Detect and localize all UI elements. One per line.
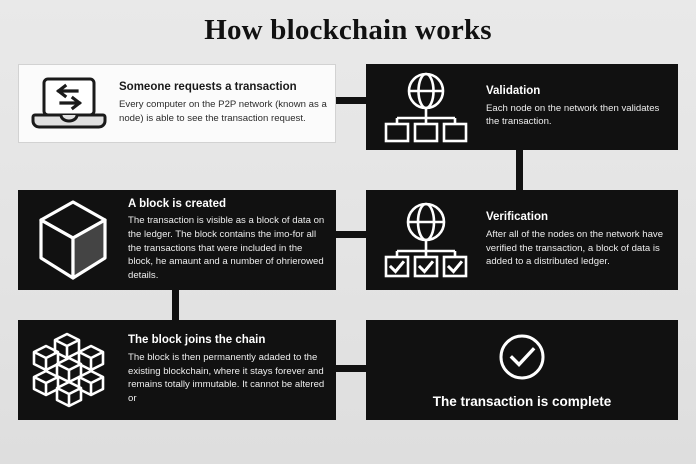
globe-network-check-icon [366,190,486,290]
step-text-validation: Validation Each node on the network then… [486,85,678,129]
cube-icon [18,190,128,290]
connector-verification-to-block-created [330,231,370,238]
connector-chain-to-complete [330,365,370,372]
step-text-block-joins-chain: The block joins the chain The block is t… [128,334,336,405]
step-text-request: Someone requests a transaction Every com… [119,81,335,125]
laptop-exchange-icon [19,65,119,142]
step-card-block-created[interactable]: A block is created The transaction is vi… [18,190,336,290]
step-heading-validation: Validation [486,84,541,97]
check-circle-icon [494,332,550,382]
step-card-request[interactable]: Someone requests a transaction Every com… [18,64,336,143]
step-heading-complete: The transaction is complete [432,393,612,409]
connector-block-created-to-chain [172,290,179,330]
step-text-block-created: A block is created The transaction is vi… [128,198,336,283]
step-card-block-joins-chain[interactable]: The block joins the chain The block is t… [18,320,336,420]
page-title: How blockchain works [204,14,492,46]
step-heading-block-joins-chain: The block joins the chain [128,334,266,347]
step-text-verification: Verification After all of the nodes on t… [486,211,678,269]
step-body-verification: After all of the nodes on the network ha… [486,228,664,268]
step-heading-verification: Verification [486,211,548,224]
step-body-block-created: The transaction is visible as a block of… [128,215,325,281]
step-body-validation: Each node on the network then validates … [486,102,660,128]
block-cluster-icon [18,320,128,420]
connector-validation-to-verification [516,150,523,198]
connector-request-to-validation [330,97,370,104]
step-card-validation[interactable]: Validation Each node on the network then… [366,64,678,150]
step-body-block-joins-chain: The block is then permanently adaded to … [128,352,325,404]
step-body-request: Every computer on the P2P network (known… [119,99,327,124]
step-heading-request: Someone requests a transaction [119,81,297,94]
globe-network-icon [366,64,486,150]
step-heading-block-created: A block is created [128,197,227,210]
step-card-verification[interactable]: Verification After all of the nodes on t… [366,190,678,290]
step-card-complete[interactable]: The transaction is complete [366,320,678,420]
